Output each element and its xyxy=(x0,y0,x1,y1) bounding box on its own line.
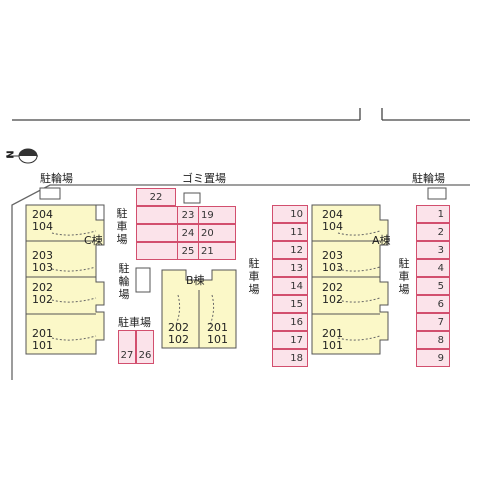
parking-slot-16: 16 xyxy=(272,313,308,331)
parking-label-a: 駐車場 xyxy=(398,257,410,296)
building-a-label: A棟 xyxy=(372,234,391,247)
north-letter: N xyxy=(5,150,17,159)
road-lines xyxy=(12,108,470,121)
unit-c-204: 204 xyxy=(32,208,53,221)
parking-slot-25: 25 xyxy=(177,242,199,260)
unit-c-103: 103 xyxy=(32,261,53,274)
parking-slot-18: 18 xyxy=(272,349,308,367)
unit-a-104: 104 xyxy=(322,220,343,233)
bike-parking-label-a: 駐輪場 xyxy=(412,172,445,185)
north-arrow-icon: N xyxy=(4,146,40,166)
unit-c-201: 201 xyxy=(32,327,53,340)
bike-parking-label-mid: 駐輪場 xyxy=(118,262,130,301)
parking-slot-2: 2 xyxy=(416,223,450,241)
unit-a-101: 101 xyxy=(322,339,343,352)
unit-c-202: 202 xyxy=(32,281,53,294)
parking-slot-9: 9 xyxy=(416,349,450,367)
parking-slot-15: 15 xyxy=(272,295,308,313)
bike-rack-c xyxy=(39,187,61,200)
building-a xyxy=(311,204,389,355)
parking-slot-8: 8 xyxy=(416,331,450,349)
building-c xyxy=(25,204,105,355)
parking-blank xyxy=(136,242,178,260)
parking-label-c: 駐車場 xyxy=(116,207,128,246)
parking-label-b: 駐車場 xyxy=(248,257,260,296)
unit-a-201: 201 xyxy=(322,327,343,340)
unit-a-103: 103 xyxy=(322,261,343,274)
parking-slot-20: 20 xyxy=(198,224,236,242)
unit-a-102: 102 xyxy=(322,293,343,306)
bike-rack-a xyxy=(427,187,447,200)
unit-c-102: 102 xyxy=(32,293,53,306)
parking-slot-5: 5 xyxy=(416,277,450,295)
parking-slot-13: 13 xyxy=(272,259,308,277)
parking-slot-10: 10 xyxy=(272,205,308,223)
unit-b-201: 201 xyxy=(207,321,228,334)
unit-a-203: 203 xyxy=(322,249,343,262)
unit-c-203: 203 xyxy=(32,249,53,262)
garbage-area-label: ゴミ置場 xyxy=(182,172,226,185)
parking-slot-21: 21 xyxy=(198,242,236,260)
parking-slot-3: 3 xyxy=(416,241,450,259)
unit-a-202: 202 xyxy=(322,281,343,294)
parking-slot-19: 19 xyxy=(198,206,236,224)
parking-slot-11: 11 xyxy=(272,223,308,241)
building-c-label: C棟 xyxy=(84,234,103,247)
parking-slot-6: 6 xyxy=(416,295,450,313)
parking-slot-4: 4 xyxy=(416,259,450,277)
building-b-label: B棟 xyxy=(186,274,205,287)
parking-slot-26: 26 xyxy=(136,330,154,364)
bike-rack-mid xyxy=(135,267,151,293)
parking-label-c-bottom: 駐車場 xyxy=(118,316,151,329)
parking-slot-22: 22 xyxy=(136,188,176,206)
parking-slot-12: 12 xyxy=(272,241,308,259)
unit-b-202: 202 xyxy=(168,321,189,334)
parking-slot-17: 17 xyxy=(272,331,308,349)
unit-c-101: 101 xyxy=(32,339,53,352)
parking-blank xyxy=(136,206,178,224)
parking-slot-1: 1 xyxy=(416,205,450,223)
parking-slot-14: 14 xyxy=(272,277,308,295)
building-b xyxy=(161,269,237,349)
parking-slot-23: 23 xyxy=(177,206,199,224)
unit-b-102: 102 xyxy=(168,333,189,346)
parking-blank xyxy=(136,224,178,242)
parking-slot-7: 7 xyxy=(416,313,450,331)
garbage-area xyxy=(183,192,201,204)
unit-a-204: 204 xyxy=(322,208,343,221)
unit-c-104: 104 xyxy=(32,220,53,233)
parking-slot-27: 27 xyxy=(118,330,136,364)
site-boundary xyxy=(11,184,470,380)
bike-parking-label-c: 駐輪場 xyxy=(40,172,73,185)
unit-b-101: 101 xyxy=(207,333,228,346)
parking-slot-24: 24 xyxy=(177,224,199,242)
